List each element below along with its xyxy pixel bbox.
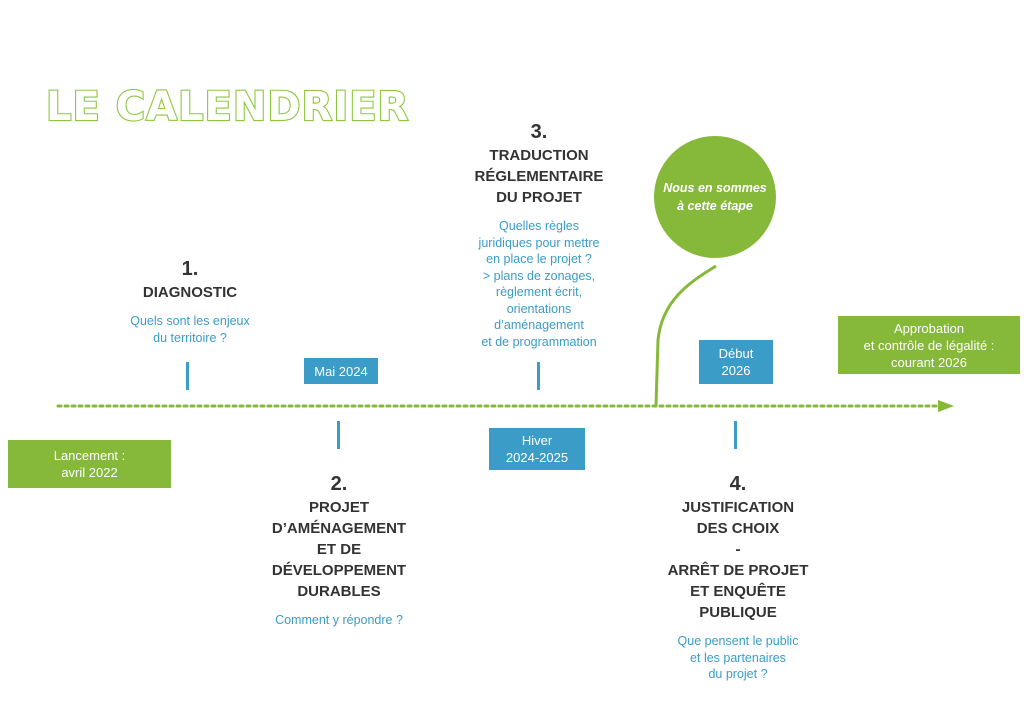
step-3-description-line: règlement écrit, xyxy=(495,285,583,299)
step-4-heading-line: PUBLIQUE xyxy=(699,604,777,621)
step-1-heading: DIAGNOSTIC xyxy=(100,282,280,303)
step-4-heading: JUSTIFICATION DES CHOIX - ARRÊT DE PROJE… xyxy=(638,497,838,623)
step-1-number: 1. xyxy=(181,258,199,280)
step-3-description-line: et de programmation xyxy=(481,334,597,349)
step-2-heading: PROJET D’AMÉNAGEMENT ET DE DÉVELOPPEMENT… xyxy=(239,497,439,602)
step-3-heading-line: RÉGLEMENTAIRE xyxy=(474,168,604,185)
milestone-end-line: Approbation xyxy=(893,320,965,336)
step-4-number: 4. xyxy=(729,473,747,495)
milestone-end-line: courant 2026 xyxy=(891,354,967,370)
step-1-description-line: du territoire ? xyxy=(153,330,227,345)
current-step-bubble: Nous en sommes à cette étape xyxy=(654,136,776,258)
page-title: LE CALENDRIER xyxy=(45,83,410,131)
step-2-number: 2. xyxy=(330,473,348,495)
step-2-description-line: Comment y répondre ? xyxy=(275,613,403,627)
milestone-debut-box: Début 2026 xyxy=(699,340,773,384)
milestone-debut-line: 2026 xyxy=(721,363,751,378)
tick-step-2 xyxy=(337,421,340,449)
tick-step-4 xyxy=(734,421,737,449)
milestone-hiver-box: Hiver 2024-2025 xyxy=(489,428,585,470)
step-2-heading-line: ET DE xyxy=(316,541,362,558)
milestone-mai-box: Mai 2024 xyxy=(304,358,378,384)
milestone-start-line: avril 2022 xyxy=(61,465,118,480)
milestone-hiver-line: 2024-2025 xyxy=(505,450,569,465)
step-3-description-line: orientations xyxy=(506,301,572,316)
step-4-description-line: Que pensent le public xyxy=(677,634,799,648)
step-2-heading-line: DÉVELOPPEMENT xyxy=(271,562,407,579)
step-3-heading-line: TRADUCTION xyxy=(489,147,589,164)
step-3-description-line: Quelles règles xyxy=(499,219,579,233)
step-1-description: Quels sont les enjeux du territoire ? xyxy=(100,313,280,346)
current-step-connector xyxy=(654,264,717,407)
milestone-end-box: Approbation et contrôle de légalité : co… xyxy=(838,316,1020,374)
step-1-heading-line: DIAGNOSTIC xyxy=(142,284,238,301)
milestone-mai-line: Mai 2024 xyxy=(314,363,368,379)
milestone-end-line: et contrôle de légalité : xyxy=(863,337,995,353)
step-4-heading-line: ET ENQUÊTE xyxy=(690,583,786,600)
timeline-arrowhead xyxy=(938,400,954,412)
step-3-description-line: d’aménagement xyxy=(494,318,584,332)
step-3-description-line: > plans de zonages, xyxy=(482,268,596,283)
step-3-description: Quelles règles juridiques pour mettre en… xyxy=(439,218,639,350)
step-4-description-line: et les partenaires xyxy=(690,650,786,665)
step-3-number: 3. xyxy=(530,121,548,143)
current-step-line: Nous en sommes xyxy=(663,181,767,195)
step-3-heading-line: DU PROJET xyxy=(496,189,582,206)
milestone-hiver-line: Hiver xyxy=(521,433,553,448)
tick-step-3 xyxy=(537,362,540,390)
step-2-heading-line: DURABLES xyxy=(297,583,381,600)
step-3-description-line: juridiques pour mettre xyxy=(478,235,600,250)
step-4-heading-line: ARRÊT DE PROJET xyxy=(667,562,809,579)
step-4-description: Que pensent le public et les partenaires… xyxy=(638,633,838,683)
step-4-heading-line: - xyxy=(735,541,741,558)
step-2-heading-line: PROJET xyxy=(308,499,369,516)
step-4-heading-line: JUSTIFICATION xyxy=(681,499,795,516)
current-step-line: à cette étape xyxy=(677,199,753,213)
step-2-heading-line: D’AMÉNAGEMENT xyxy=(271,520,407,537)
step-4-description-line: du projet ? xyxy=(708,667,768,681)
milestone-debut-line: Début xyxy=(718,346,754,361)
milestone-start-box: Lancement : avril 2022 xyxy=(8,440,171,488)
step-4-heading-line: DES CHOIX xyxy=(696,520,780,537)
step-1-description-line: Quels sont les enjeux xyxy=(130,314,250,328)
step-3-description-line: en place le projet ? xyxy=(486,252,592,266)
step-2-description: Comment y répondre ? xyxy=(239,612,439,629)
tick-step-1 xyxy=(186,362,189,390)
milestone-start-line: Lancement : xyxy=(53,448,126,463)
step-3-heading: TRADUCTION RÉGLEMENTAIRE DU PROJET xyxy=(439,145,639,208)
